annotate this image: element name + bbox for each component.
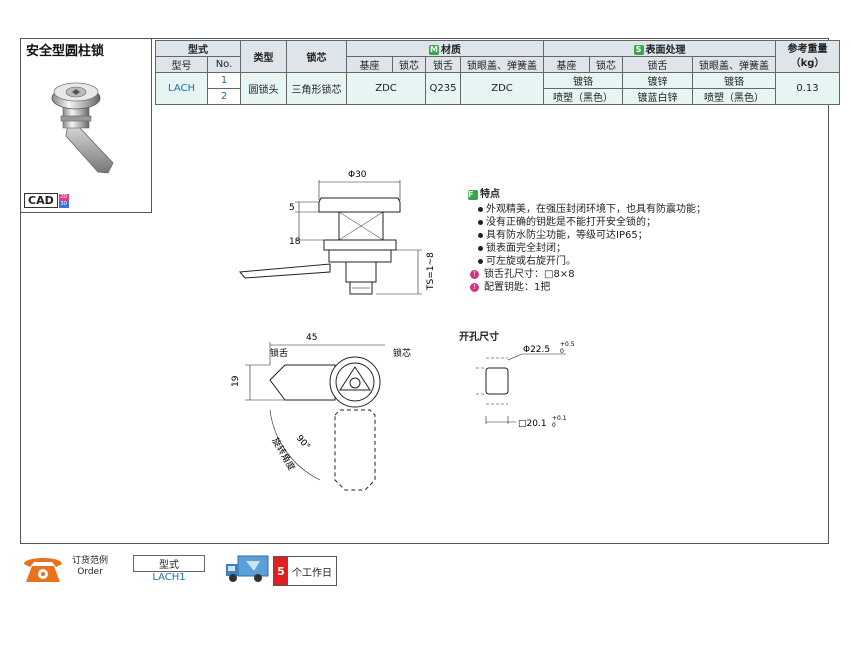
delivery-truck-icon <box>226 555 269 582</box>
dim-ts: TS=1~8 <box>426 252 436 291</box>
cell-mat-tongue: Q235 <box>425 72 461 105</box>
order-label-cn: 订货范例 <box>72 556 109 566</box>
delivery-days-text: 个工作日 <box>292 567 332 579</box>
cell-no-2: 2 <box>207 88 241 105</box>
sub-mat-cover: 锁眼盖、弹簧盖 <box>460 56 544 73</box>
cell-model: LACH <box>155 72 208 105</box>
cell-r2-base-core: 喷塑（黑色） <box>543 88 623 105</box>
cell-no-1: 1 <box>207 72 241 89</box>
dim-19: 19 <box>231 375 241 387</box>
surface-label: 表面处理 <box>645 45 686 56</box>
technical-drawing: Φ30 5 18 TS=1~8 45 19 锁舌 锁芯 90° 旋转角度 <box>231 170 436 491</box>
cutout-phi-dim: Φ22.5 <box>523 345 550 355</box>
label-rotation: 旋转角度 <box>269 436 297 473</box>
dim-45: 45 <box>306 333 317 343</box>
note-icon: ! <box>470 270 479 279</box>
features-title: 特点 <box>480 189 500 200</box>
cell-mat-cover: ZDC <box>460 72 544 105</box>
feature-item: 可左旋或右旋开门。 <box>478 255 706 268</box>
weight-label: 参考重量 <box>787 43 828 55</box>
cutout-phi-tol-up: +0.5 <box>560 341 575 348</box>
note-keys: !配置钥匙：1把 <box>470 281 706 294</box>
header-kind: 类型 <box>240 40 287 73</box>
label-tongue: 锁舌 <box>270 347 288 359</box>
dim-5: 5 <box>289 203 295 213</box>
surface-s-icon: S <box>633 45 644 55</box>
cad-3d-tag[interactable]: 3D <box>58 200 69 208</box>
sub-mat-tongue: 锁舌 <box>425 56 461 73</box>
header-weight: 参考重量 （kg） <box>775 40 840 73</box>
cell-mat-base-core: ZDC <box>346 72 426 105</box>
catalog-frame <box>20 38 829 544</box>
order-section: 订货范例 Order 型式 LACH1 5 个工作日 <box>20 550 370 590</box>
cutout-sq-dim: □20.1 <box>518 419 547 429</box>
cell-r2-cover: 喷塑（黑色） <box>692 88 776 105</box>
cell-r2-tongue: 镀蓝白锌 <box>622 88 693 105</box>
cad-2d-tag[interactable]: 2D <box>58 193 69 201</box>
order-label-en: Order <box>77 567 103 577</box>
order-table: 型式 <box>133 555 205 572</box>
front-view <box>245 342 385 491</box>
cutout-sq-tol-up: +0.1 <box>552 415 567 422</box>
feature-item: 具有防水防尘功能，等级可达IP65； <box>478 229 706 242</box>
material-m-icon: M <box>429 45 439 55</box>
weight-unit: （kg） <box>790 57 825 69</box>
dim-phi30: Φ30 <box>348 170 367 180</box>
note-icon: ! <box>470 283 479 292</box>
bullet-icon <box>478 220 483 225</box>
product-title: 安全型圆柱锁 <box>26 44 105 59</box>
features-block: F 特点 外观精美，在强压封闭环境下，也具有防震功能； 没有正确的钥匙是不能打开… <box>468 188 706 294</box>
sub-surf-tongue: 锁舌 <box>622 56 693 73</box>
cell-r1-cover: 镀铬 <box>692 72 776 89</box>
header-core: 锁芯 <box>286 40 347 73</box>
cell-weight: 0.13 <box>775 72 840 105</box>
cell-core: 三角形锁芯 <box>286 72 347 105</box>
cad-label: CAD <box>24 193 58 208</box>
bullet-icon <box>478 259 483 264</box>
cell-r1-tongue: 镀锌 <box>622 72 693 89</box>
feature-item: 没有正确的钥匙是不能打开安全锁的； <box>478 216 706 229</box>
dim-18: 18 <box>289 237 301 247</box>
order-example: LACH1 <box>152 572 186 583</box>
order-label: 订货范例 Order <box>72 556 108 578</box>
material-label: 材质 <box>441 45 461 56</box>
sub-surf-core: 锁芯 <box>589 56 623 73</box>
sub-mat-core: 锁芯 <box>392 56 426 73</box>
label-core: 锁芯 <box>393 347 411 359</box>
header-no: No. <box>207 56 241 73</box>
product-photo <box>51 82 114 174</box>
order-col-type: 型式 <box>133 555 205 572</box>
cell-kind: 圆锁头 <box>240 72 287 105</box>
cutout-title: 开孔尺寸 <box>459 332 499 343</box>
label-angle: 90° <box>294 434 312 453</box>
note-tongue-hole: !锁舌孔尺寸：□8×8 <box>470 268 706 281</box>
features-heading: F 特点 <box>468 188 706 201</box>
cutout-sq-tol-low: 0 <box>552 422 556 429</box>
delivery-days-number: 5 <box>274 557 288 585</box>
delivery-days-box: 5 个工作日 <box>273 556 337 586</box>
cad-badge[interactable]: CAD 2D 3D <box>24 193 69 208</box>
features-f-icon: F <box>468 189 478 200</box>
header-type: 型式 <box>155 40 241 57</box>
cutout-phi-tol-low: 0 <box>560 348 564 355</box>
side-view <box>239 180 422 295</box>
cell-r1-base-core: 镀铬 <box>543 72 623 89</box>
bullet-icon <box>478 233 483 238</box>
feature-item: 锁表面完全封闭； <box>478 242 706 255</box>
sub-surf-cover: 锁眼盖、弹簧盖 <box>692 56 776 73</box>
bullet-icon <box>478 207 483 212</box>
cutout-drawing: Φ22.5 +0.5 0 □20.1 +0.1 0 <box>476 341 575 429</box>
product-panel: 安全型圆柱锁 CAD 2D 3D <box>20 38 152 213</box>
sub-surf-base: 基座 <box>543 56 590 73</box>
sub-mat-base: 基座 <box>346 56 393 73</box>
header-model: 型号 <box>155 56 208 73</box>
bullet-icon <box>478 246 483 251</box>
feature-item: 外观精美，在强压封闭环境下，也具有防震功能； <box>478 203 706 216</box>
phone-icon <box>24 558 62 582</box>
